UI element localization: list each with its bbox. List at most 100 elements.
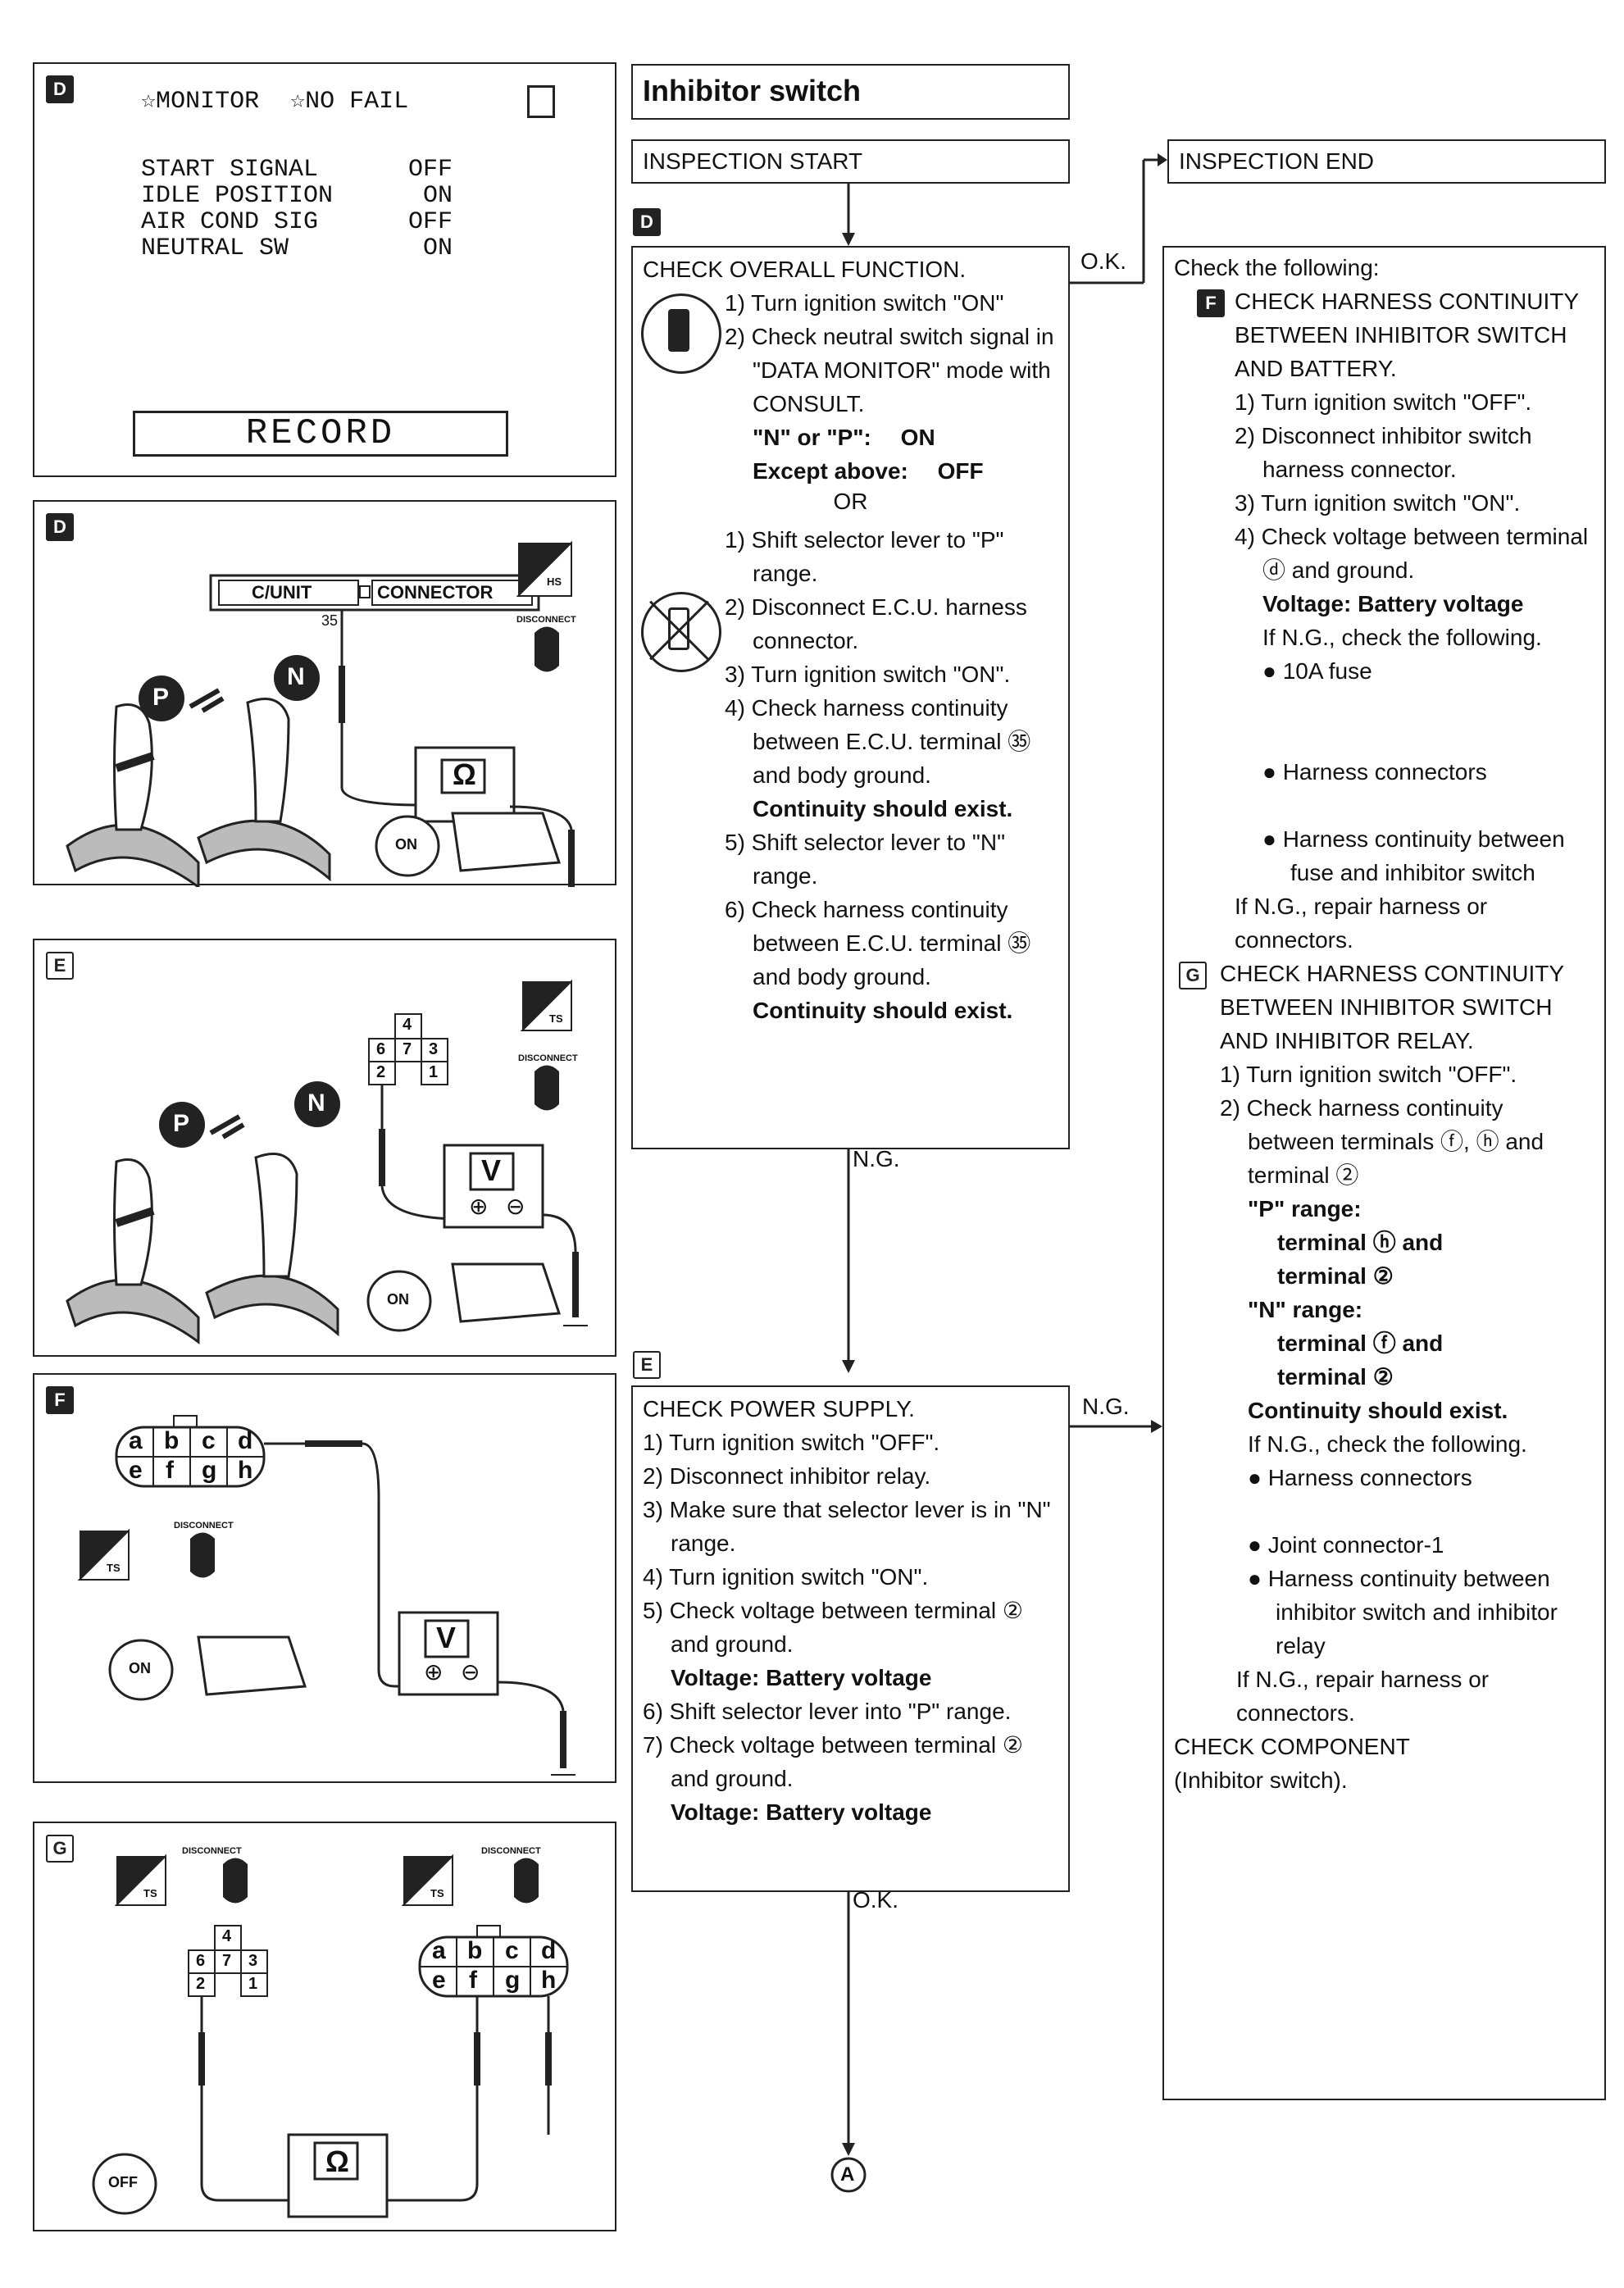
connector-label: CONNECTOR [377,582,494,603]
g-n-2: terminal ② [1277,1364,1394,1390]
key-off-label: OFF [108,2174,138,2190]
box-e-spec: Voltage: Battery voltage [671,1665,932,1690]
check-component: CHECK COMPONENT (Inhibitor switch). [1174,1734,1410,1793]
pin-c: c [505,1937,519,1964]
pin-3: 3 [429,1040,439,1058]
box-e-step: 6) Shift selector lever into "P" range. [643,1699,1012,1724]
box-d-spec: Continuity should exist. [753,796,1013,821]
step-tag-e: E [46,952,74,980]
row-name: NEUTRAL SW [141,234,289,262]
step-tag-f: F [46,1386,74,1414]
box-d-step: 3) Turn ignition switch "ON". [725,662,1011,687]
spec-value: OFF [937,458,984,484]
g-ng: If N.G., check the following. [1248,1431,1527,1457]
pin-d: d [541,1937,557,1964]
monitor-row: AIR COND SIG OFF [141,209,453,235]
plus-terminal: ⊕ [469,1194,489,1219]
pin-2: 2 [196,1975,206,1993]
box-d-step: 6) Check harness continuity between E.C.… [725,897,1031,989]
monitor-rows: START SIGNAL OFF IDLE POSITION ON AIR CO… [141,157,453,262]
f-spec: Voltage: Battery voltage [1262,591,1524,616]
range-n-label: N [287,663,305,690]
pin-6: 6 [196,1952,206,1970]
pin-a: a [129,1427,143,1454]
box-e-step: 7) Check voltage between terminal ② and … [643,1732,1023,1791]
ohmmeter-diagram [66,540,575,887]
pin-f: f [166,1457,174,1484]
g-step: 1) Turn ignition switch "OFF". [1220,1062,1517,1087]
box-d-spec-row: "N" or "P": ON [725,421,1058,454]
inspection-start: INSPECTION START [631,139,1070,184]
key-on-label: ON [395,836,417,853]
consult-screen-panel: D ☆MONITOR ☆NO FAIL START SIGNAL OFF IDL… [33,62,616,477]
row-name: AIR COND SIG [141,208,319,236]
check-overall-function-box: CHECK OVERALL FUNCTION. 1) Turn ignition… [631,246,1070,1149]
pin-7: 7 [403,1040,412,1058]
box-e-title: CHECK POWER SUPPLY. [643,1396,915,1421]
minus-terminal: ⊖ [506,1194,525,1219]
pin-a: a [432,1937,446,1964]
spec-value: ON [900,425,935,450]
badge-label-1: TS [143,1887,157,1899]
row-name: IDLE POSITION [141,182,334,210]
badge-label: TS [107,1562,121,1574]
range-p-label: P [152,684,170,711]
inspection-end: INSPECTION END [1167,139,1606,184]
g-p-1: terminal ⓗ and [1277,1230,1444,1255]
nofail-label: ☆NO FAIL [290,88,409,116]
row-value: OFF [407,208,453,236]
pin-label: 35 [321,612,339,629]
box-d-step: 1) Shift selector lever to "P" range. [725,527,1004,586]
g-item: ● Joint connector-1 [1248,1532,1444,1558]
box-d-step: 4) Check harness continuity between E.C.… [725,695,1031,788]
f-step: 1) Turn ignition switch "OFF". [1235,389,1532,415]
box-d-title: CHECK OVERALL FUNCTION. [643,257,967,282]
pin-2: 2 [376,1063,386,1081]
box-e-step: 1) Turn ignition switch "OFF". [643,1430,940,1455]
disconnect-label-1: DISCONNECT [182,1846,242,1856]
pin-4: 4 [403,1016,412,1034]
pin-f: f [469,1967,477,1994]
record-button[interactable]: RECORD [133,411,508,457]
box-d-step: 5) Shift selector lever to "N" range. [725,830,1006,889]
row-name: START SIGNAL [141,156,319,184]
f-step: 2) Disconnect inhibitor switch harness c… [1235,423,1532,482]
f-item: ● Harness continuity between fuse and in… [1262,826,1565,885]
pin-1: 1 [429,1063,439,1081]
connector-a-label: A [840,2163,855,2186]
f-title: CHECK HARNESS CONTINUITY BETWEEN INHIBIT… [1235,289,1579,381]
check-following-box: Check the following: F CHECK HARNESS CON… [1162,246,1606,2100]
box-e-step: 3) Make sure that selector lever is in "… [643,1497,1051,1556]
f-item: ● Harness connectors [1262,759,1487,785]
badge-label-2: TS [430,1887,444,1899]
volt-meter-label: V [481,1153,502,1187]
no-consult-icon [641,592,721,672]
harness-connector-diagram [77,1415,575,1776]
pin-6: 6 [376,1040,386,1058]
g-step: 2) Check harness continuity between term… [1220,1095,1544,1188]
key-on-label: ON [387,1291,409,1308]
diagram-panel-g: G 4 6 7 3 2 1 a b c d e f [33,1822,616,2231]
pin-e: e [432,1967,446,1994]
box-e-spec: Voltage: Battery voltage [671,1799,932,1825]
pin-e: e [129,1457,143,1484]
g-item: ● Harness connectors [1248,1465,1472,1490]
checkbox-icon [527,85,555,118]
diagram-panel-f: F a b c d e f g h V ⊕ ⊖ ON TS DISCONNECT [33,1373,616,1783]
disconnect-label: DISCONNECT [174,1521,234,1531]
volt-meter-label: V [436,1621,457,1654]
key-on-label: ON [129,1660,151,1676]
disconnect-label: DISCONNECT [518,1053,578,1063]
ohm-meter-label: Ω [453,757,476,791]
g-p-label: "P" range: [1248,1196,1362,1221]
monitor-row: IDLE POSITION ON [141,183,453,209]
pin-3: 3 [248,1952,258,1970]
box-e-step: 5) Check voltage between terminal ② and … [643,1598,1023,1657]
box-d-step: 2) Check neutral switch signal in "DATA … [725,324,1054,416]
pin-c: c [202,1427,216,1454]
spec-label: Except above: [753,458,908,484]
monitor-row: START SIGNAL OFF [141,157,453,183]
f-step: 3) Turn ignition switch "ON". [1235,490,1521,516]
right-intro: Check the following: [1174,255,1380,280]
ng-label-2: N.G. [1082,1394,1130,1419]
